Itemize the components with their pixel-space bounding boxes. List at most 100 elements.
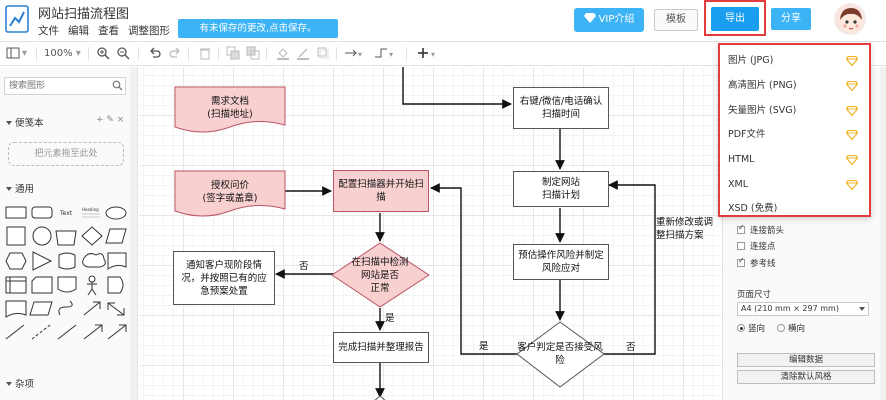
scratchpad-drop-zone[interactable]: 把元素拖至此处 bbox=[8, 142, 124, 166]
parallelogram-shape bbox=[105, 228, 127, 244]
misc-title: 杂项 bbox=[15, 379, 35, 390]
export-html[interactable]: HTML bbox=[728, 150, 864, 170]
scratchpad-section-title[interactable]: 便笺本 bbox=[6, 115, 44, 129]
menu-adjust-shape[interactable]: 调整图形 bbox=[128, 25, 170, 37]
zoom-in-icon[interactable] bbox=[96, 46, 110, 62]
svg-text:▾: ▾ bbox=[431, 50, 435, 59]
app-logo-icon bbox=[5, 5, 29, 33]
menu-view[interactable]: 查看 bbox=[98, 25, 119, 37]
to-front-icon[interactable] bbox=[226, 46, 240, 62]
clear-default-style-button[interactable]: 清除默认风格 bbox=[737, 370, 875, 384]
node-confirm-time[interactable]: 右键/微信/电话确认 扫描时间 bbox=[513, 87, 609, 129]
toggle-panel-icon[interactable] bbox=[6, 46, 20, 62]
check-label: 连接箭头 bbox=[750, 226, 785, 236]
card-shape bbox=[31, 276, 53, 294]
checkbox[interactable] bbox=[737, 223, 745, 234]
node-risk-plan[interactable]: 预估操作风险并制定 风险应对 bbox=[513, 244, 609, 280]
avatar[interactable] bbox=[834, 3, 866, 35]
node-detect-normal[interactable]: 在扫描中检测 网站是否 正常 bbox=[351, 256, 409, 294]
menu-edit[interactable]: 编辑 bbox=[68, 25, 89, 37]
undo-icon[interactable] bbox=[148, 46, 162, 62]
paper-size-label: 页面尺寸 bbox=[737, 290, 772, 300]
chevron-down-icon[interactable]: ▾ bbox=[22, 48, 28, 59]
insert-plus-icon[interactable]: ▾ bbox=[416, 46, 440, 62]
paper-size-select[interactable]: A4 (210 mm × 297 mm) bbox=[737, 302, 869, 316]
radio-landscape[interactable]: 横向 bbox=[777, 322, 805, 334]
export-button[interactable]: 导出 bbox=[711, 7, 759, 31]
chevron-down-icon bbox=[859, 307, 865, 311]
checkbox[interactable] bbox=[737, 242, 745, 250]
node-plan[interactable]: 制定网站 扫描计划 bbox=[513, 171, 609, 207]
menu-file[interactable]: 文件 bbox=[38, 25, 59, 37]
check-connection-arrows[interactable]: 连接箭头 bbox=[737, 223, 785, 236]
vip-diamond-icon bbox=[846, 130, 858, 140]
to-back-icon[interactable] bbox=[246, 46, 260, 62]
zoom-value: 100% bbox=[44, 48, 73, 59]
check-connection-points[interactable]: 连接点 bbox=[737, 240, 776, 252]
node-report[interactable]: 完成扫描并整理报告 bbox=[333, 332, 429, 363]
scratchpad-tools[interactable]: + ✎ × bbox=[96, 115, 125, 125]
general-section-title[interactable]: 通用 bbox=[6, 181, 34, 195]
line-color-icon[interactable] bbox=[296, 46, 310, 62]
sidebar-scrollbar[interactable] bbox=[130, 67, 137, 400]
node-config-scanner[interactable]: 配置扫描器并开始扫 描 bbox=[333, 170, 429, 212]
internal-storage-shape bbox=[5, 276, 27, 294]
delete-icon[interactable] bbox=[198, 46, 212, 62]
search-icon[interactable] bbox=[112, 80, 123, 91]
vip-intro-button[interactable]: VIP介绍 bbox=[574, 8, 644, 32]
export-jpg[interactable]: 图片 (JPG) bbox=[728, 51, 864, 71]
export-png[interactable]: 高清图片 (PNG) bbox=[728, 76, 864, 96]
node-need-doc[interactable]: 需求文档 (扫描地址) bbox=[207, 96, 253, 120]
toolbar-divider bbox=[188, 47, 189, 61]
node-replan[interactable]: 重新修改或调 整扫描方案 bbox=[656, 217, 714, 241]
connector-style-icon[interactable]: ▾ bbox=[344, 46, 364, 62]
template-button[interactable]: 模板 bbox=[654, 9, 698, 31]
hexagon-shape bbox=[5, 252, 27, 270]
manual-input-shape bbox=[29, 301, 53, 316]
export-item-label: 图片 (JPG) bbox=[728, 55, 774, 66]
shape-sidebar: 便笺本 + ✎ × 把元素拖至此处 通用 bbox=[0, 67, 138, 400]
radio-button[interactable] bbox=[777, 324, 785, 332]
edit-data-button[interactable]: 编辑数据 bbox=[737, 353, 875, 367]
export-pdf[interactable]: PDF文件 bbox=[728, 125, 864, 145]
redo-icon[interactable] bbox=[168, 46, 182, 62]
node-customer-accept[interactable]: 客户判定是否接受风 险 bbox=[517, 342, 603, 366]
export-item-label: XML bbox=[728, 179, 748, 190]
export-xsd[interactable]: XSD (免费) bbox=[728, 199, 864, 219]
export-xml[interactable]: XML bbox=[728, 175, 864, 195]
shape-search-input[interactable] bbox=[4, 77, 126, 95]
node-notify[interactable]: 通知客户现阶段情 况，并按照已有的应 急预案处置 bbox=[173, 251, 275, 305]
misc-section-title[interactable]: 杂项 bbox=[6, 376, 34, 390]
toolbar-divider bbox=[336, 47, 337, 61]
zoom-out-icon[interactable] bbox=[116, 46, 130, 62]
diamond-customer-accept bbox=[516, 321, 605, 388]
zoom-select[interactable]: 100% ▾ bbox=[44, 48, 81, 59]
curve-shape bbox=[58, 300, 73, 316]
triangle-shape bbox=[32, 251, 53, 271]
radio-portrait[interactable]: 竖向 bbox=[737, 322, 765, 334]
square-shape bbox=[6, 226, 26, 246]
export-svg[interactable]: 矢量图片 (SVG) bbox=[728, 101, 864, 121]
diagram-canvas[interactable]: 需求文档 (扫描地址) 授权问价 (签字或盖章) 配置扫描器并开始扫 描 右键/… bbox=[139, 67, 721, 400]
document-title[interactable]: 网站扫描流程图 bbox=[38, 7, 130, 22]
paper-size-value: A4 (210 mm × 297 mm) bbox=[741, 304, 839, 313]
line-shape bbox=[5, 324, 25, 340]
line-shape-2 bbox=[57, 324, 77, 340]
circle-shape bbox=[32, 226, 52, 246]
fill-color-icon[interactable] bbox=[276, 46, 290, 62]
checkbox[interactable] bbox=[737, 256, 745, 267]
arrow-shape bbox=[83, 324, 103, 340]
check-guides[interactable]: 参考线 bbox=[737, 256, 776, 269]
waypoint-style-icon[interactable]: ▾ bbox=[374, 46, 396, 62]
text-shape-label: Text bbox=[59, 210, 73, 217]
radio-button[interactable] bbox=[737, 324, 745, 332]
node-authorize[interactable]: 授权问价 (签字或盖章) bbox=[202, 180, 258, 204]
document-shape bbox=[107, 252, 127, 270]
general-shape-grid[interactable]: Text Heading bbox=[4, 203, 130, 368]
unsaved-changes-banner[interactable]: 有未保存的更改,点击保存。 bbox=[178, 19, 338, 38]
toolbar-divider bbox=[266, 47, 267, 61]
share-button[interactable]: 分享 bbox=[771, 8, 811, 30]
panel-scrollbar[interactable] bbox=[880, 67, 886, 400]
label-no-left: 否 bbox=[299, 261, 309, 272]
shadow-icon[interactable] bbox=[316, 46, 330, 62]
